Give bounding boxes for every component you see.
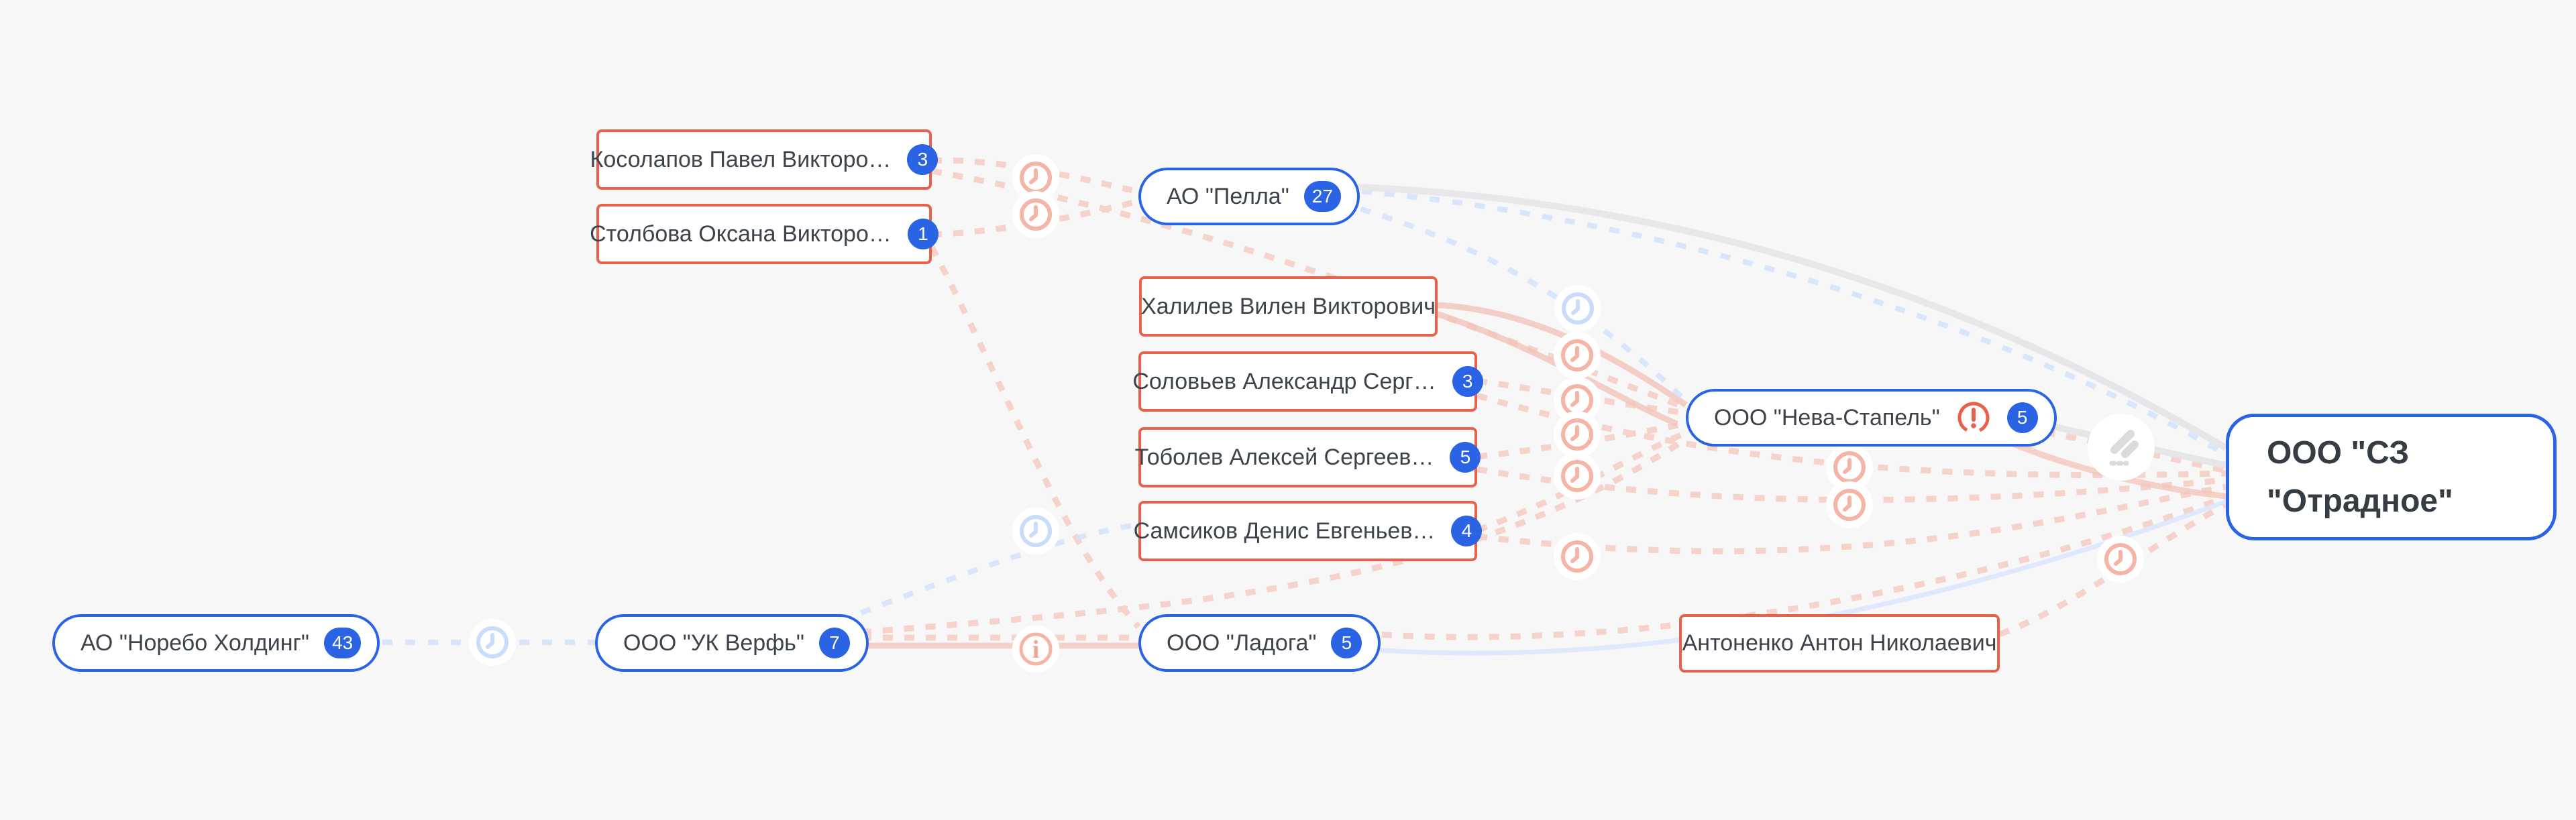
graph-edge	[1338, 186, 2228, 457]
node-label: Столбова Оксана Викторо…	[590, 221, 892, 247]
graph-edge	[1338, 183, 2228, 451]
gavel-icon[interactable]	[2088, 414, 2155, 484]
node-label: ООО "СЗ "Отрадное"	[2267, 434, 2453, 519]
clock-icon[interactable]	[1554, 411, 1601, 461]
graph-edge	[1477, 483, 2226, 554]
clock-icon[interactable]	[1012, 508, 1059, 558]
node-label: Косолапов Павел Викторо…	[590, 146, 892, 172]
node-norebo-holding[interactable]: АО "Норебо Холдинг" 43	[52, 614, 380, 672]
clock-icon[interactable]	[1012, 191, 1059, 241]
node-ladoga[interactable]: ООО "Ладога" 5	[1138, 614, 1381, 672]
connections-badge: 27	[1303, 181, 1341, 212]
connections-badge: 1	[907, 219, 938, 249]
node-label: Антоненко Антон Николаевич	[1682, 630, 1997, 656]
node-stolbova[interactable]: Столбова Оксана Викторо… 1	[590, 204, 938, 264]
connections-badge: 5	[1450, 442, 1481, 473]
connections-badge: 43	[324, 628, 362, 658]
node-label: АО "Пелла"	[1167, 183, 1289, 209]
node-label: АО "Норебо Холдинг"	[80, 630, 309, 656]
node-label: Тоболев Алексей Сергеев…	[1134, 444, 1434, 470]
clock-icon[interactable]	[1826, 481, 1873, 532]
svg-text:i: i	[1032, 636, 1040, 664]
graph-edge	[1338, 494, 2227, 640]
node-neva-stapel[interactable]: ООО "Нева-Стапель" 5	[1686, 389, 2057, 447]
graph-edge	[1998, 502, 2228, 638]
node-kosolapov[interactable]: Косолапов Павел Викторо… 3	[590, 129, 938, 190]
node-label: Халилев Вилен Викторович	[1141, 293, 1436, 319]
node-khalilev[interactable]: Халилев Вилен Викторович	[1139, 276, 1438, 337]
node-label: ООО "Нева-Стапель"	[1714, 404, 1940, 430]
clock-icon[interactable]	[1554, 453, 1601, 503]
node-solovyev[interactable]: Соловьев Александр Серг… 3	[1132, 351, 1483, 412]
node-samsikov[interactable]: Самсиков Денис Евгеньев… 4	[1134, 501, 1483, 561]
graph-edge	[817, 522, 1139, 632]
node-label: Самсиков Денис Евгеньев…	[1133, 518, 1436, 544]
graph-edge	[1338, 200, 1688, 403]
node-label: ООО "УК Верфь"	[623, 630, 804, 656]
warning-icon[interactable]	[1955, 399, 1992, 436]
connections-badge: 5	[2006, 402, 2038, 433]
clock-icon[interactable]	[469, 619, 516, 669]
graph-edge	[929, 245, 1141, 629]
connections-badge: 4	[1451, 516, 1483, 546]
connections-badge: 7	[818, 628, 850, 658]
clock-icon[interactable]	[1554, 533, 1601, 583]
node-tobolev[interactable]: Тоболев Алексей Сергеев… 5	[1134, 427, 1481, 487]
node-label: Соловьев Александр Серг…	[1132, 368, 1436, 394]
clock-icon[interactable]	[1554, 285, 1601, 335]
node-pella[interactable]: АО "Пелла" 27	[1138, 168, 1360, 225]
clock-icon[interactable]	[1554, 332, 1601, 382]
node-label: ООО "Ладога"	[1167, 630, 1317, 656]
connections-badge: 5	[1331, 628, 1362, 658]
node-antonenko[interactable]: Антоненко Антон Николаевич	[1679, 614, 2000, 672]
info-icon[interactable]: i	[1012, 626, 1059, 676]
connections-badge: 3	[907, 144, 938, 175]
node-otradnoe[interactable]: ООО "СЗ "Отрадное"	[2226, 414, 2557, 540]
clock-icon[interactable]	[1554, 377, 1601, 427]
clock-icon[interactable]	[2097, 536, 2144, 586]
connections-badge: 3	[1452, 366, 1483, 397]
node-uk-verf[interactable]: ООО "УК Верфь" 7	[595, 614, 869, 672]
